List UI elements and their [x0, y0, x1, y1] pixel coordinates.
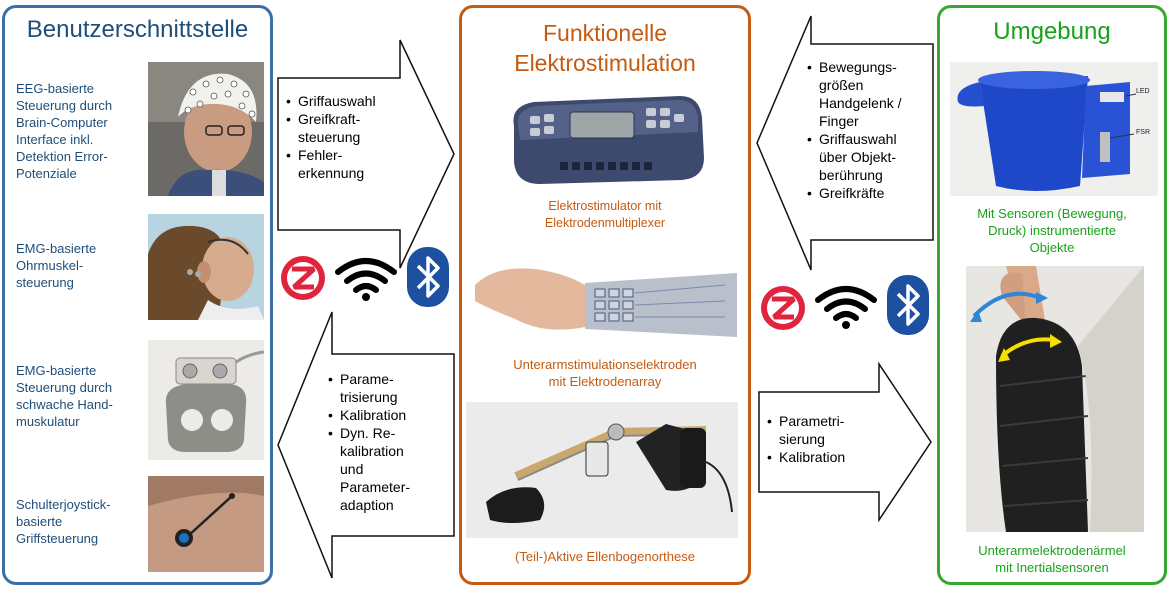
ear-muscle-label: EMG-basierte Ohrmuskel- steuerung [16, 241, 97, 290]
forearm-electrodes-photo [475, 245, 737, 345]
arrow-to-environment: Parametri-sierung Kalibration [757, 361, 933, 523]
elbow-orthosis-photo [466, 402, 738, 538]
sensor-objects-caption: Mit Sensoren (Bewegung, Druck) instrumen… [977, 206, 1127, 255]
eeg-cap-photo [148, 62, 264, 196]
arrow-item-kalibration-env: Kalibration [767, 448, 887, 466]
ear-emg-photo [148, 214, 264, 320]
arrow-item-griffauswahl: Griffauswahl [286, 92, 402, 110]
sleeve-caption: Unterarmelektrodenärmel mit Inertialsens… [978, 543, 1126, 575]
environment-title: Umgebung [993, 18, 1111, 45]
hand-emg-sensor-photo [148, 340, 264, 460]
bluetooth-icon [406, 246, 450, 308]
wifi-icon [334, 256, 398, 302]
zigbee-icon [760, 285, 806, 331]
hand-muscle-label: EMG-basierte Steuerung durch schwache Ha… [16, 363, 113, 429]
arrow-item-parametrisierung: Parame-trisierung [328, 370, 452, 406]
user-interface-title: Benutzerschnittstelle [26, 16, 249, 43]
forearm-sleeve-photo [966, 266, 1144, 532]
arrow-to-fes-top: Griffauswahl Greifkraft-steuerung Fehler… [276, 38, 456, 270]
arrow-item-greifkraftsteuerung: Greifkraft-steuerung [286, 110, 402, 146]
elbow-orthosis-caption: (Teil-)Aktive Ellenbogenorthese [515, 549, 695, 564]
arrow-item-fehlererkennung: Fehler-erkennung [286, 146, 402, 182]
electrostimulator-caption: Elektrostimulator mit Elektrodenmultiple… [544, 199, 666, 230]
fes-title: Funktionelle Elektrostimulation [514, 20, 696, 76]
fsr-label: FSR [1136, 129, 1150, 136]
zigbee-icon [280, 255, 326, 301]
shoulder-joystick-label: Schulterjoystick- basierte Griffsteuerun… [16, 497, 111, 546]
sensor-cup-photo: LED FSR [950, 62, 1158, 196]
arrow-item-greifkraefte: Greifkräfte [807, 184, 933, 202]
arrow-to-user-bottom: Parame-trisierung Kalibration Dyn. Re-ka… [276, 310, 456, 580]
electrostimulator-photo [500, 88, 710, 188]
shoulder-joystick-photo [148, 476, 264, 572]
eeg-control-label: EEG-basierte Steuerung durch Brain-Compu… [16, 81, 113, 181]
arrow-item-parametrisierung-env: Parametri-sierung [767, 412, 887, 448]
arrow-item-kalibration: Kalibration [328, 406, 452, 424]
bluetooth-icon [886, 274, 930, 336]
forearm-electrodes-caption: Unterarmstimulationselektroden mit Elekt… [513, 357, 697, 389]
led-label: LED [1136, 88, 1150, 95]
wifi-icon [814, 284, 878, 330]
